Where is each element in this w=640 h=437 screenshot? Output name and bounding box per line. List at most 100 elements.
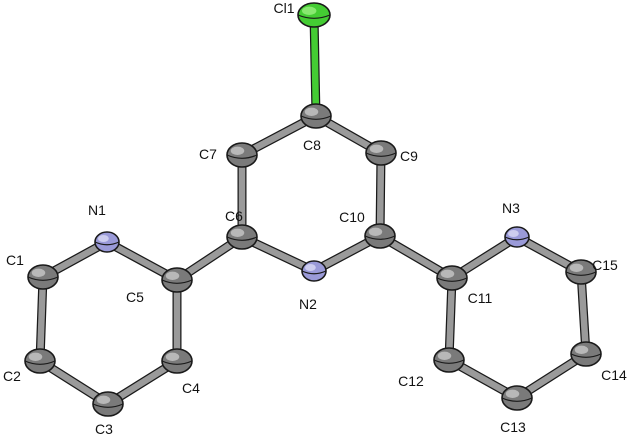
atom-c15 — [565, 259, 597, 285]
atom-ellipsoid — [364, 223, 396, 249]
atom-c3 — [92, 391, 124, 417]
atom-principal-ellipse — [226, 154, 258, 159]
atom-ellipsoid — [297, 2, 331, 28]
atom-ellipsoid — [365, 140, 397, 166]
atom-highlight — [505, 389, 520, 398]
atom-label-cl1: Cl1 — [273, 0, 294, 16]
atom-principal-ellipse — [570, 353, 602, 358]
atom-ellipsoid — [92, 391, 124, 417]
atom-principal-ellipse — [94, 241, 120, 246]
atom-label-c3: C3 — [95, 421, 113, 437]
atom-label-c15: C15 — [592, 257, 618, 273]
atom-label-c13: C13 — [500, 419, 526, 435]
atom-principal-ellipse — [24, 360, 56, 365]
atom-highlight — [508, 230, 519, 237]
atom-label-c8: C8 — [303, 137, 321, 153]
atom-cl1 — [297, 2, 331, 28]
atom-n1 — [94, 231, 120, 253]
atom-highlight — [437, 351, 452, 360]
atom-ellipsoid — [433, 347, 465, 373]
atom-c11 — [436, 265, 468, 291]
atom-label-c9: C9 — [400, 148, 418, 164]
bond-C15-C14 — [577, 268, 590, 358]
atom-label-n1: N1 — [88, 202, 106, 218]
atom-c9 — [365, 140, 397, 166]
atom-highlight — [369, 144, 384, 153]
atom-principal-ellipse — [365, 152, 397, 157]
atom-label-n3: N3 — [502, 200, 520, 216]
atom-highlight — [96, 395, 111, 404]
atom-c13 — [501, 385, 533, 411]
atom-principal-ellipse — [297, 14, 331, 19]
atom-highlight — [98, 235, 109, 242]
atom-c2 — [24, 348, 56, 374]
atom-label-c4: C4 — [182, 380, 200, 396]
atom-highlight — [368, 227, 383, 236]
atom-ellipsoid — [501, 385, 533, 411]
atom-c14 — [570, 341, 602, 367]
atom-principal-ellipse — [301, 270, 327, 275]
atom-highlight — [31, 268, 46, 277]
atom-label-c2: C2 — [3, 368, 21, 384]
atom-principal-ellipse — [565, 271, 597, 276]
atom-label-c5: C5 — [126, 289, 144, 305]
atom-label-c1: C1 — [6, 252, 24, 268]
atom-n3 — [504, 226, 530, 248]
atom-c4 — [161, 348, 193, 374]
atom-principal-ellipse — [300, 115, 332, 120]
bond-C12-C11 — [445, 274, 456, 364]
atom-highlight — [165, 271, 180, 280]
atom-highlight — [230, 228, 245, 237]
atom-label-c11: C11 — [468, 290, 493, 306]
atom-highlight — [165, 352, 180, 361]
atom-highlight — [302, 6, 317, 15]
atom-n2 — [301, 260, 327, 282]
atom-ellipsoid — [300, 103, 332, 129]
atom-c6 — [226, 224, 258, 250]
atom-principal-ellipse — [501, 397, 533, 402]
atom-principal-ellipse — [433, 359, 465, 364]
atom-c12 — [433, 347, 465, 373]
atom-ellipsoid — [161, 348, 193, 374]
atom-c7 — [226, 142, 258, 168]
atom-principal-ellipse — [27, 276, 59, 281]
atom-label-n2: N2 — [299, 296, 317, 312]
atom-principal-ellipse — [226, 236, 258, 241]
atom-highlight — [440, 269, 455, 278]
atom-highlight — [305, 264, 316, 271]
atom-c10 — [364, 223, 396, 249]
bond-C9-C10 — [376, 149, 385, 240]
bond-Cl1-C8 — [310, 11, 320, 120]
atom-ellipsoid — [94, 231, 120, 253]
atom-ellipsoid — [226, 142, 258, 168]
atom-c1 — [27, 264, 59, 290]
atom-principal-ellipse — [161, 279, 193, 284]
atom-highlight — [574, 345, 589, 354]
atom-ellipsoid — [301, 260, 327, 282]
atom-label-c7: C7 — [199, 146, 217, 162]
atom-c8 — [300, 103, 332, 129]
atom-highlight — [304, 107, 319, 117]
atom-principal-ellipse — [364, 235, 396, 240]
atoms-layer — [24, 2, 602, 417]
atom-label-c12: C12 — [398, 373, 424, 389]
atom-principal-ellipse — [161, 360, 193, 365]
bond-C1-C2 — [36, 273, 47, 365]
atom-ellipsoid — [27, 264, 59, 290]
atom-ellipsoid — [226, 224, 258, 250]
atom-ellipsoid — [504, 226, 530, 248]
atom-highlight — [569, 263, 584, 272]
atom-label-c10: C10 — [339, 209, 365, 225]
atom-label-c6: C6 — [225, 208, 243, 224]
atom-ellipsoid — [570, 341, 602, 367]
atom-ellipsoid — [24, 348, 56, 374]
atom-ellipsoid — [161, 267, 193, 293]
atom-label-c14: C14 — [601, 367, 627, 383]
atom-principal-ellipse — [436, 277, 468, 282]
atom-highlight — [230, 146, 245, 155]
atom-principal-ellipse — [92, 403, 124, 408]
atom-highlight — [28, 352, 43, 361]
